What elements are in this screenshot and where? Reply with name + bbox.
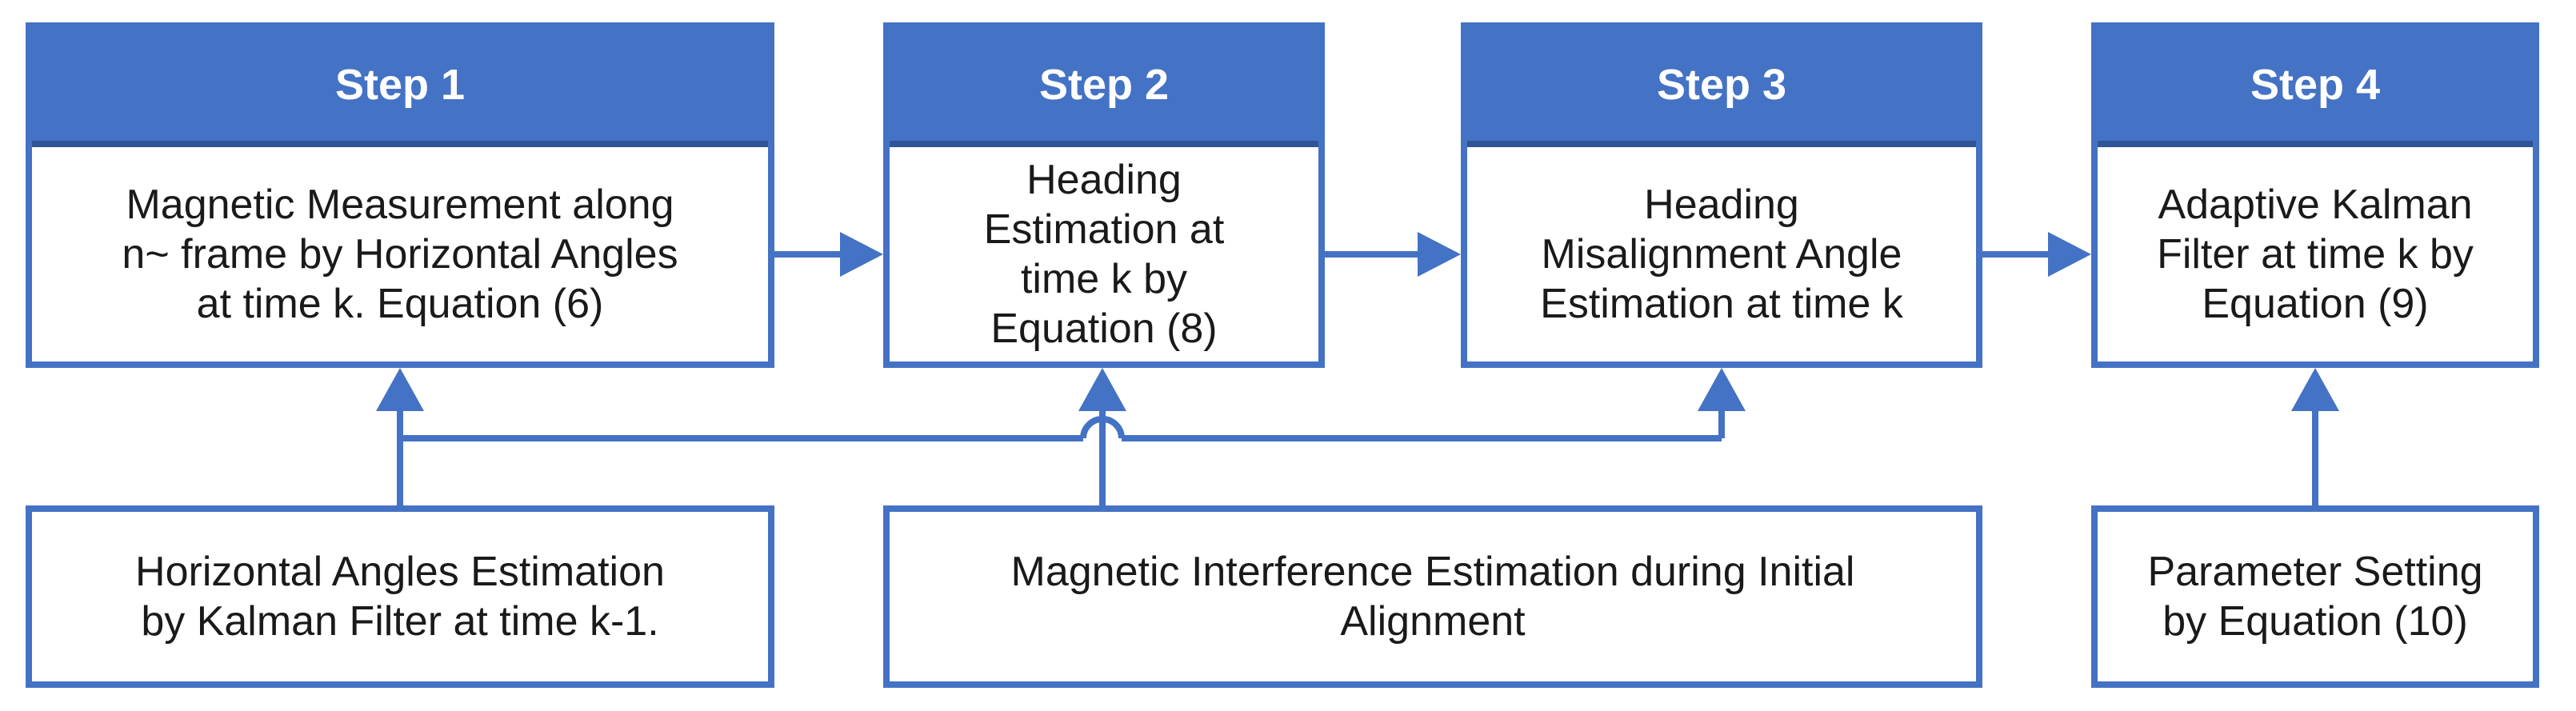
step-1-box: Step 1 Magnetic Measurement along n~ fra… xyxy=(26,22,774,368)
step-2-header: Step 2 xyxy=(890,29,1318,147)
arrowhead-step3 xyxy=(1418,232,1461,277)
arrowhead-step4 xyxy=(2048,232,2091,277)
step-2-box: Step 2 Heading Estimation at time k by E… xyxy=(883,22,1325,368)
arrowhead-up-step2 xyxy=(1078,368,1126,411)
step-3-description: Heading Misalignment Angle Estimation at… xyxy=(1540,182,1903,327)
arrowhead-up-step1 xyxy=(376,368,424,411)
arrowhead-step2 xyxy=(840,232,883,277)
arrowhead-up-step3 xyxy=(1698,368,1746,411)
step-1-header: Step 1 xyxy=(32,29,768,147)
arrowhead-up-step4 xyxy=(2291,368,2339,411)
step-4-box: Step 4 Adaptive Kalman Filter at time k … xyxy=(2091,22,2539,368)
step-3-box: Step 3 Heading Misalignment Angle Estima… xyxy=(1461,22,1982,368)
input-horizontal-angles-box: Horizontal Angles Estimation by Kalman F… xyxy=(26,505,774,688)
step-1-description: Magnetic Measurement along n~ frame by H… xyxy=(122,182,678,327)
step-4-header: Step 4 xyxy=(2098,29,2533,147)
step-3-header: Step 3 xyxy=(1467,29,1976,147)
input-magnetic-interference-box: Magnetic Interference Estimation during … xyxy=(883,505,1982,688)
step-4-description: Adaptive Kalman Filter at time k by Equa… xyxy=(2157,182,2474,327)
input-parameter-setting-box: Parameter Setting by Equation (10) xyxy=(2091,505,2539,688)
step-2-description: Heading Estimation at time k by Equation… xyxy=(983,157,1225,352)
